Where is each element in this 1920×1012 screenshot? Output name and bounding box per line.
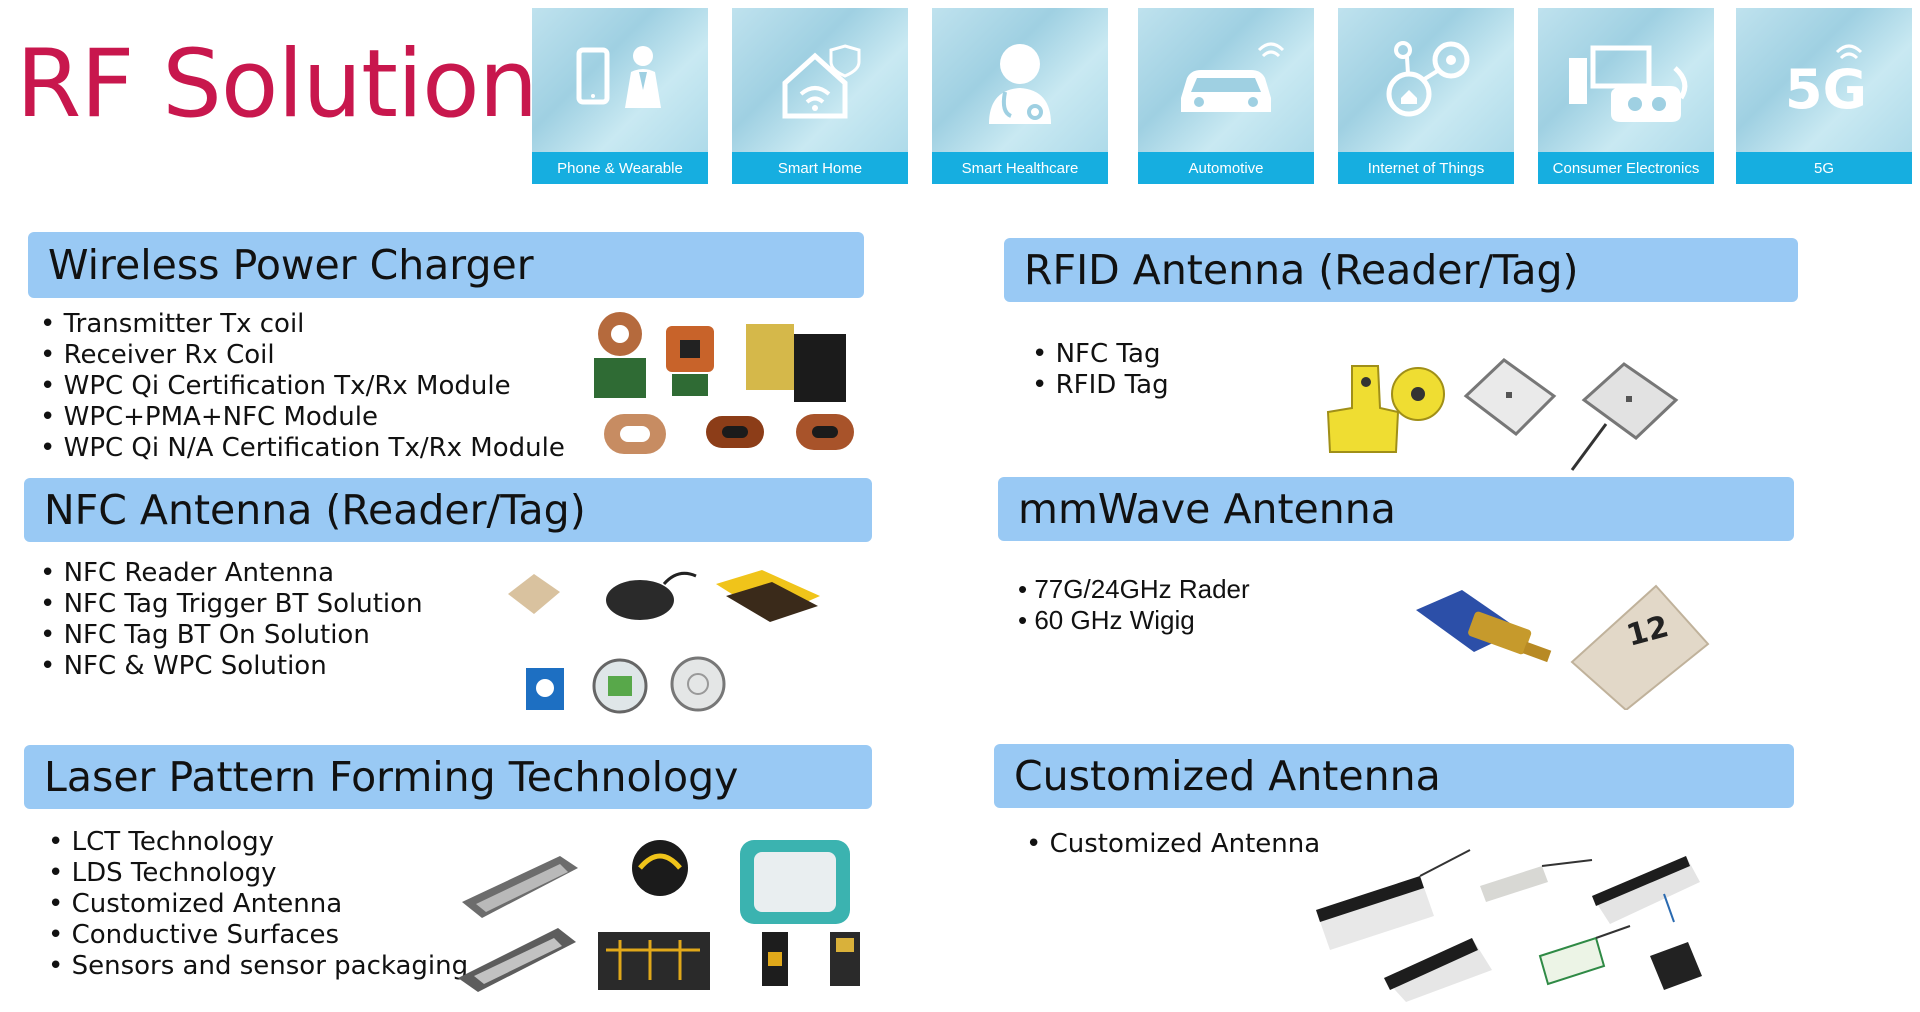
- page-title: RF Solution: [16, 30, 538, 139]
- list-item: NFC Tag BT On Solution: [40, 620, 423, 651]
- section-header-nfc: NFC Antenna (Reader/Tag): [24, 478, 872, 542]
- list-item: LDS Technology: [48, 858, 468, 889]
- doctor-icon: [932, 28, 1108, 138]
- car-icon: [1138, 28, 1314, 138]
- list-item: 60 GHz Wigig: [1018, 605, 1250, 636]
- section-header-mmwave: mmWave Antenna: [998, 477, 1794, 541]
- tile-consumer-electronics[interactable]: Consumer Electronics: [1538, 8, 1714, 184]
- tile-label: Automotive: [1138, 152, 1314, 184]
- custom-feature-list: Customized Antenna: [1026, 829, 1321, 860]
- 5g-glyph: 5G: [1785, 58, 1867, 121]
- laser-feature-list: LCT Technology LDS Technology Customized…: [48, 827, 469, 982]
- wireless-charger-products-image: [594, 312, 854, 454]
- tile-label: Smart Healthcare: [932, 152, 1108, 184]
- wireless-feature-list: Transmitter Tx coil Receiver Rx Coil WPC…: [40, 309, 565, 464]
- phone-wearable-icon: [532, 28, 708, 138]
- tile-label: Internet of Things: [1338, 152, 1514, 184]
- tile-label: Consumer Electronics: [1538, 152, 1714, 184]
- consumer-electronics-icon: [1538, 28, 1714, 138]
- list-item: WPC Qi Certification Tx/Rx Module: [40, 371, 565, 402]
- list-item: WPC+PMA+NFC Module: [40, 402, 565, 433]
- list-item: LCT Technology: [48, 827, 468, 858]
- list-item: NFC Reader Antenna: [40, 558, 423, 589]
- rfid-tag-products-image: [1326, 358, 1679, 471]
- smart-home-icon: [732, 28, 908, 138]
- tile-iot[interactable]: Internet of Things: [1338, 8, 1514, 184]
- customized-antenna-products-image: [1316, 849, 1702, 1002]
- list-item: Sensors and sensor packaging: [48, 951, 469, 982]
- section-header-laser: Laser Pattern Forming Technology: [24, 745, 872, 809]
- list-item: RFID Tag: [1032, 370, 1169, 401]
- tile-label: Smart Home: [732, 152, 908, 184]
- section-header-wireless: Wireless Power Charger: [28, 232, 864, 298]
- tile-smart-healthcare[interactable]: Smart Healthcare: [932, 8, 1108, 184]
- nfc-antenna-products-image: [508, 570, 820, 714]
- laser-pattern-products-image: [458, 840, 860, 992]
- mmwave-feature-list: 77G/24GHz Rader 60 GHz Wigig: [1018, 574, 1250, 636]
- list-item: Customized Antenna: [1026, 829, 1321, 860]
- list-item: Conductive Surfaces: [48, 920, 468, 951]
- list-item: NFC & WPC Solution: [40, 651, 423, 682]
- 5g-icon: 5G: [1736, 28, 1912, 138]
- tile-phone-wearable[interactable]: Phone & Wearable: [532, 8, 708, 184]
- list-item: NFC Tag: [1032, 339, 1169, 370]
- list-item: Transmitter Tx coil: [40, 309, 565, 340]
- list-item: Customized Antenna: [48, 889, 468, 920]
- tile-label: 5G: [1736, 152, 1912, 184]
- category-tiles: Phone & Wearable Smart Home Smart Health…: [532, 8, 1912, 184]
- tile-label: Phone & Wearable: [532, 152, 708, 184]
- tile-5g[interactable]: 5G 5G: [1736, 8, 1912, 184]
- mmwave-antenna-products-image: 12: [1416, 584, 1710, 710]
- nfc-feature-list: NFC Reader Antenna NFC Tag Trigger BT So…: [40, 558, 423, 682]
- list-item: 77G/24GHz Rader: [1018, 574, 1249, 605]
- section-header-rfid: RFID Antenna (Reader/Tag): [1004, 238, 1798, 302]
- section-header-custom: Customized Antenna: [994, 744, 1794, 808]
- list-item: Receiver Rx Coil: [40, 340, 565, 371]
- iot-icon: [1338, 28, 1514, 138]
- list-item: NFC Tag Trigger BT Solution: [40, 589, 423, 620]
- tile-smart-home[interactable]: Smart Home: [732, 8, 908, 184]
- list-item: WPC Qi N/A Certification Tx/Rx Module: [40, 433, 565, 464]
- rfid-feature-list: NFC Tag RFID Tag: [1032, 339, 1169, 401]
- tile-automotive[interactable]: Automotive: [1138, 8, 1314, 184]
